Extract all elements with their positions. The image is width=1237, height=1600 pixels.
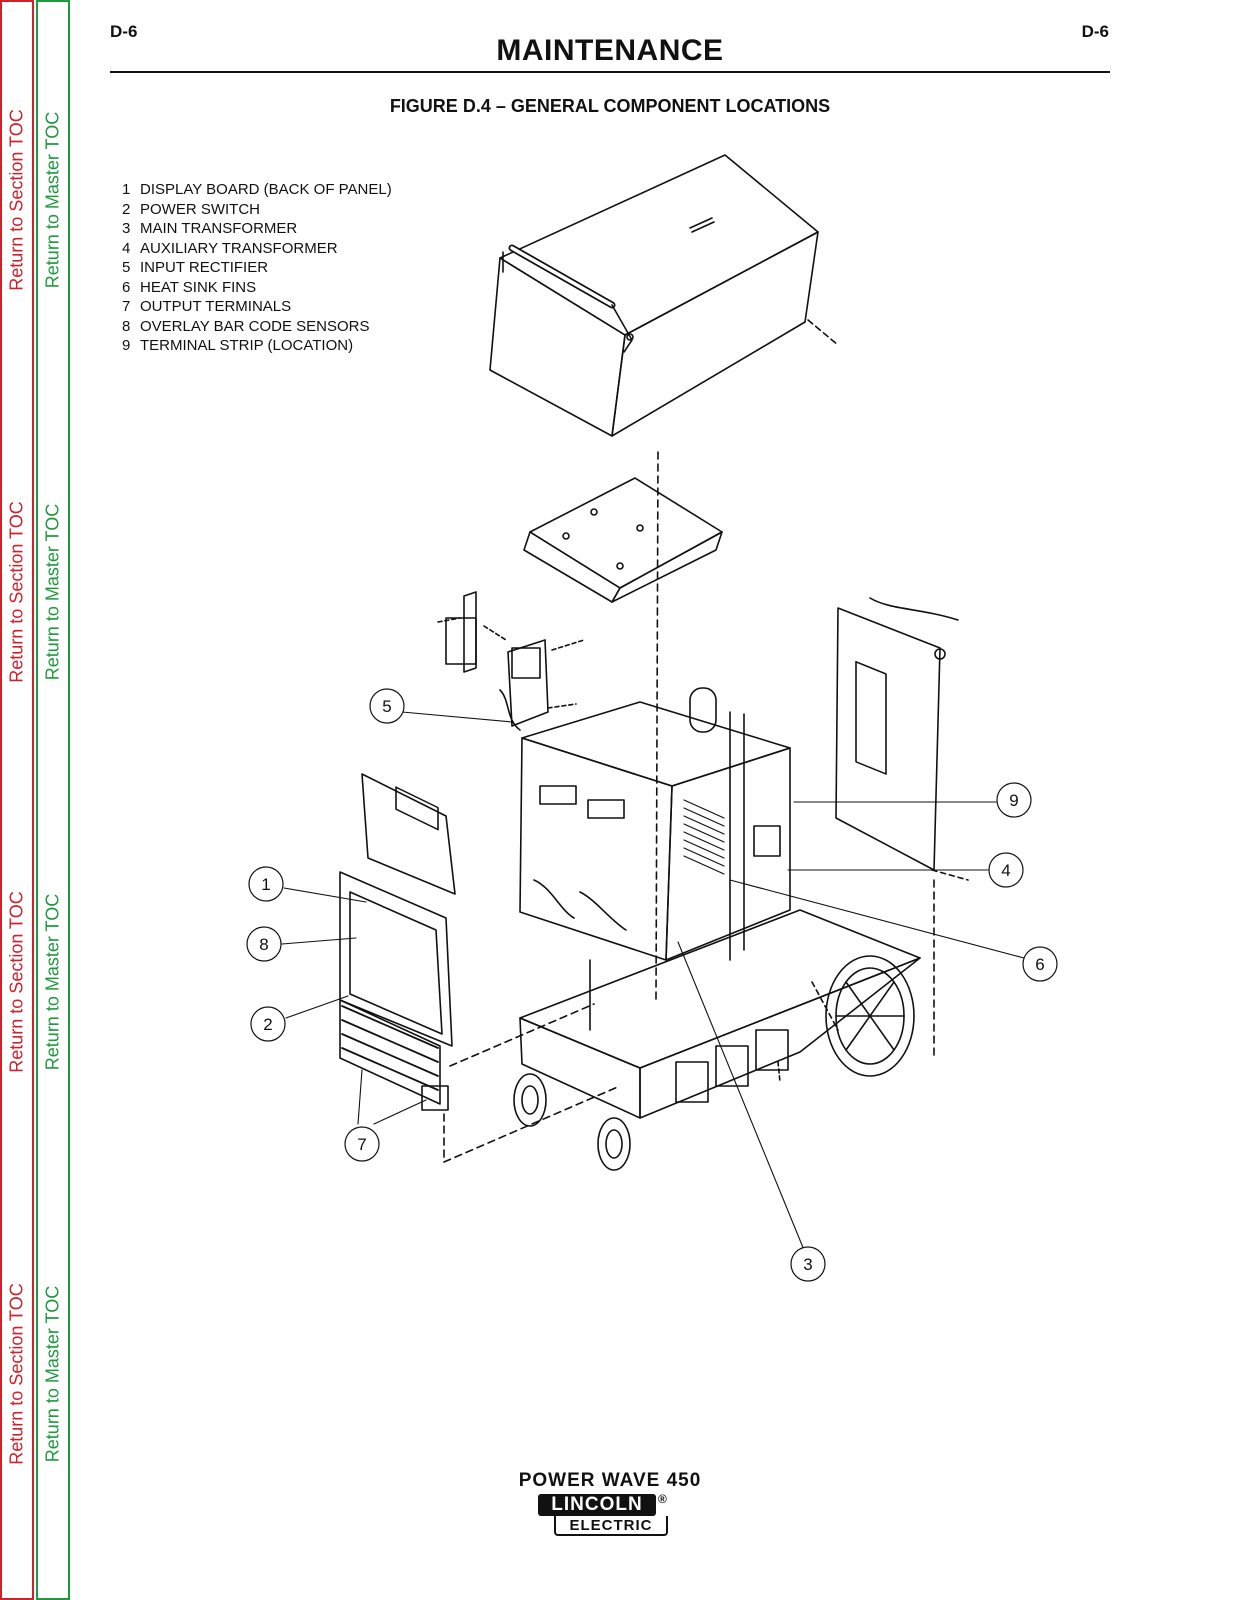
page-title: MAINTENANCE (496, 34, 724, 67)
svg-text:8: 8 (259, 935, 268, 954)
svg-text:6: 6 (1035, 955, 1044, 974)
callout-8: 8 (246, 926, 282, 962)
svg-text:9: 9 (1009, 791, 1018, 810)
input-rectifier-assembly (437, 591, 585, 731)
svg-text:5: 5 (382, 697, 391, 716)
master-toc-sidebar: Return to Master TOC Return to Master TO… (36, 0, 70, 1600)
running-gear-cart (513, 909, 921, 1171)
right-side-panel (835, 597, 969, 1061)
callout-markers: 1 8 2 7 5 9 4 6 (246, 688, 1058, 1282)
header-rule (110, 71, 1110, 73)
footer-model-name: POWER WAVE 450 (518, 1470, 702, 1491)
svg-text:3: 3 (803, 1255, 812, 1274)
callout-2: 2 (250, 1006, 286, 1042)
callout-9: 9 (996, 782, 1032, 818)
section-toc-sidebar: Return to Section TOC Return to Section … (0, 0, 34, 1600)
callout-1: 1 (248, 866, 284, 902)
callout-5: 5 (369, 688, 405, 724)
page-number-left: D-6 (110, 22, 138, 41)
callout-7: 7 (344, 1126, 380, 1162)
callout-4: 4 (988, 852, 1024, 888)
callout-3: 3 (790, 1246, 826, 1282)
svg-text:7: 7 (357, 1135, 366, 1154)
front-panel (339, 773, 621, 1163)
control-tray (523, 451, 723, 1001)
svg-text:2: 2 (263, 1015, 272, 1034)
page-number-right: D-6 (1081, 22, 1109, 41)
callout-leaders (281, 711, 1025, 1251)
machine-body (519, 687, 791, 961)
top-cover (489, 154, 839, 437)
svg-text:1: 1 (261, 875, 270, 894)
figure-title: FIGURE D.4 – GENERAL COMPONENT LOCATIONS (389, 96, 831, 116)
callout-6: 6 (1022, 946, 1058, 982)
lincoln-electric-logo: LINCOLN ® ELECTRIC (538, 1492, 672, 1540)
svg-text:4: 4 (1001, 861, 1010, 880)
